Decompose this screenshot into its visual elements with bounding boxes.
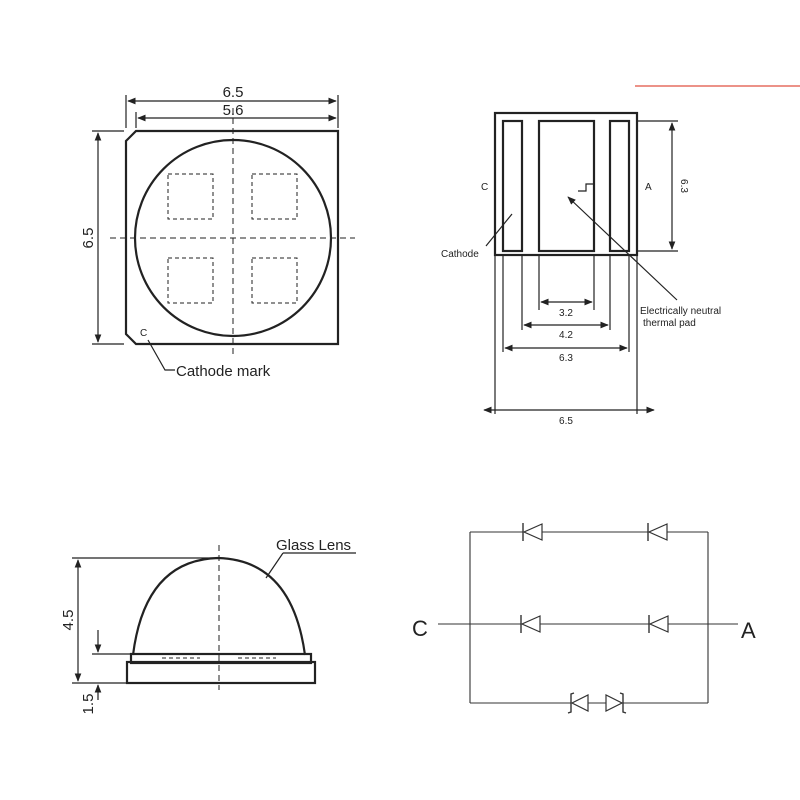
side-view: Glass Lens 4.5 1.5 bbox=[60, 537, 356, 714]
diode-3 bbox=[520, 615, 541, 633]
diode-4 bbox=[648, 615, 669, 633]
zener-diode-2 bbox=[605, 692, 627, 714]
schematic-label-c: C bbox=[412, 616, 428, 641]
dim-bottom-height: 6.3 bbox=[678, 179, 689, 193]
top-view: 6.5 5.6 6.5 C Cathode mark bbox=[80, 84, 355, 380]
cathode-mark-label: Cathode mark bbox=[176, 363, 271, 380]
cathode-pad bbox=[501, 119, 524, 253]
dim-side-base: 1.5 bbox=[80, 694, 97, 715]
zener-diode-1 bbox=[567, 692, 589, 714]
label-a-bottom: A bbox=[645, 182, 652, 193]
die-1 bbox=[167, 173, 214, 220]
base-body bbox=[125, 660, 317, 685]
glass-lens-dome bbox=[131, 556, 307, 656]
anode-pad bbox=[608, 119, 631, 253]
dim-top-width-outer: 6.5 bbox=[223, 84, 244, 101]
dim-top-width-inner: 5.6 bbox=[223, 102, 244, 119]
schematic: C A bbox=[412, 523, 756, 714]
dim-side-total: 4.5 bbox=[60, 610, 77, 631]
dim-top-height: 6.5 bbox=[80, 228, 97, 249]
die-3 bbox=[167, 257, 214, 304]
dim-bottom-pad: 3.2 bbox=[559, 308, 573, 319]
glass-lens-label: Glass Lens bbox=[276, 537, 351, 554]
cathode-letter-top: C bbox=[140, 328, 147, 339]
label-c-bottom: C bbox=[481, 182, 488, 193]
die-2 bbox=[251, 173, 298, 220]
base-frame bbox=[129, 652, 313, 665]
cathode-label: Cathode bbox=[441, 249, 479, 260]
package-outline-bottom bbox=[493, 111, 639, 257]
schematic-label-a: A bbox=[741, 618, 756, 643]
thermal-pad-label-2: thermal pad bbox=[643, 318, 696, 329]
dim-bottom-pads: 6.3 bbox=[559, 353, 573, 364]
bottom-view: C A 6.3 Cathode Electrically neutral the… bbox=[441, 111, 721, 427]
dim-bottom-total: 6.5 bbox=[559, 416, 573, 427]
diode-2 bbox=[647, 523, 668, 541]
thermal-pad-label-1: Electrically neutral bbox=[640, 306, 721, 317]
thermal-pad bbox=[537, 119, 596, 253]
diode-1 bbox=[522, 523, 543, 541]
package-outline-top bbox=[124, 129, 340, 346]
dim-bottom-inner: 4.2 bbox=[559, 330, 573, 341]
die-4 bbox=[251, 257, 298, 304]
